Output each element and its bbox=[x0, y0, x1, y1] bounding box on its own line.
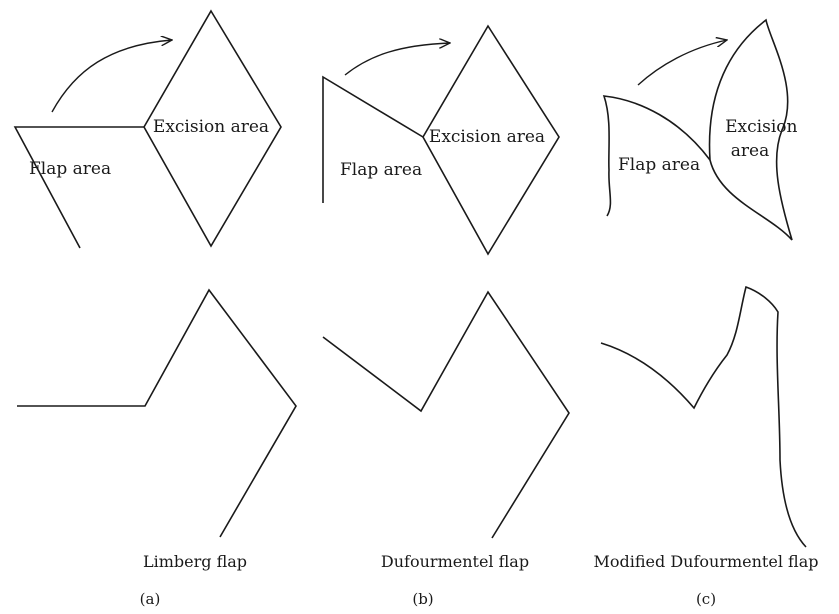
panel-a-flap-label: Flap area bbox=[29, 159, 111, 179]
panel-b-excision-rhombus bbox=[422, 24, 560, 256]
panel-a-tag: (a) bbox=[140, 590, 161, 608]
panel-c-flap-label: Flap area bbox=[618, 155, 700, 175]
panel-b-flap-label: Flap area bbox=[340, 160, 422, 180]
panel-c-tag: (c) bbox=[696, 590, 716, 608]
panel-a-excision-rhombus bbox=[143, 9, 282, 248]
panel-b-caption: Dufourmentel flap bbox=[381, 552, 529, 571]
panel-c-excision-label: Excision area bbox=[725, 117, 803, 161]
panel-c-after bbox=[600, 285, 807, 548]
panel-a: Excision area Flap area Limberg flap (a) bbox=[13, 9, 297, 608]
panel-a-excision-label: Excision area bbox=[153, 117, 269, 137]
panel-c-arrow bbox=[637, 40, 727, 86]
panel-c-before: Excision area Flap area bbox=[602, 18, 803, 241]
panel-a-before: Excision area Flap area bbox=[13, 9, 282, 249]
panel-c: Excision area Flap area Modified Dufourm… bbox=[594, 18, 819, 608]
panel-c-closure-line bbox=[600, 285, 807, 548]
panel-a-after bbox=[17, 288, 297, 538]
panel-c-excision-leaf bbox=[708, 18, 793, 241]
panel-b: Excision area Flap area Dufourmentel fla… bbox=[322, 24, 570, 608]
panel-b-excision-label: Excision area bbox=[429, 127, 545, 147]
panel-b-after bbox=[322, 290, 570, 539]
panel-a-caption: Limberg flap bbox=[143, 552, 247, 571]
panel-c-caption: Modified Dufourmentel flap bbox=[594, 552, 819, 571]
panel-a-arrow bbox=[51, 40, 172, 113]
panel-b-arrow bbox=[344, 43, 450, 76]
panel-c-flap-outline bbox=[602, 95, 711, 217]
panel-b-before: Excision area Flap area bbox=[322, 24, 560, 256]
panel-b-closure-line bbox=[322, 290, 570, 539]
panel-a-flap-outline bbox=[13, 126, 144, 249]
panel-a-closure-line bbox=[17, 288, 297, 538]
panel-b-tag: (b) bbox=[412, 590, 433, 608]
panel-b-flap-outline bbox=[322, 75, 424, 203]
